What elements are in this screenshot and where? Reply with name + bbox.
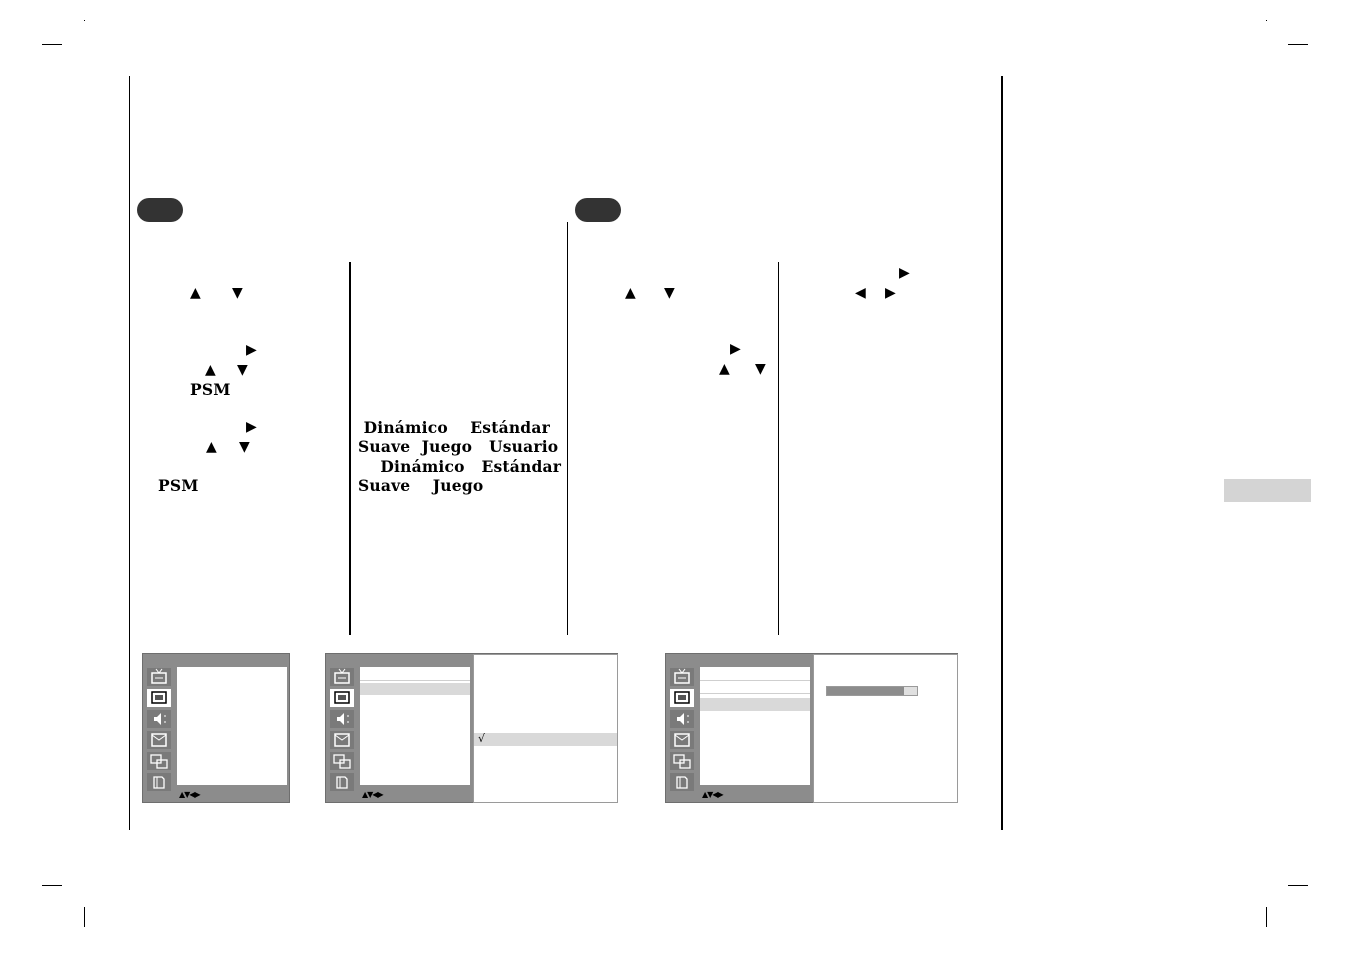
right-arrow-icon: ▶	[246, 342, 257, 358]
sound-icon	[330, 710, 354, 728]
column-divider-3	[778, 262, 779, 635]
check-mark-icon: √	[478, 732, 486, 745]
right-arrow-icon: ▶	[246, 419, 257, 435]
time-icon	[147, 731, 171, 749]
crop-mark-br-v	[1266, 907, 1267, 927]
up-arrow-icon: ▲	[719, 361, 730, 377]
down-arrow-icon: ▼	[237, 362, 248, 378]
sound-icon	[147, 710, 171, 728]
side-tab	[1224, 479, 1311, 502]
up-arrow-icon: ▲	[205, 362, 216, 378]
psm-options-line-2: Suave Juego Usuario	[358, 437, 559, 456]
special-icon	[670, 752, 694, 770]
submenu-selected-row	[474, 733, 617, 746]
down-arrow-icon: ▼	[664, 285, 675, 301]
nav-hint-arrows: ▲▼◀▶	[362, 790, 384, 799]
level-bar-track	[826, 686, 918, 696]
menu-row-divider	[700, 693, 810, 694]
time-icon	[330, 731, 354, 749]
psm-label: PSM	[158, 476, 199, 495]
menu-row-highlight	[360, 683, 470, 695]
crop-mark-bl-h	[42, 885, 62, 886]
down-arrow-icon: ▼	[239, 439, 250, 455]
osd-menu-2: ▲▼◀▶ √	[325, 653, 618, 803]
down-arrow-icon: ▼	[755, 361, 766, 377]
psm-label: PSM	[190, 380, 231, 399]
screen-icon	[330, 773, 354, 791]
nav-hint-arrows: ▲▼◀▶	[179, 790, 201, 799]
psm-options-line-3: Dinámico Estándar	[358, 457, 562, 476]
osd-menu-1: ▲▼◀▶	[142, 653, 290, 803]
left-arrow-icon: ◀	[855, 285, 866, 301]
column-divider-2	[567, 222, 568, 635]
nav-hint-arrows: ▲▼◀▶	[702, 790, 724, 799]
psm-submenu-panel: √	[473, 654, 618, 803]
sound-icon	[670, 710, 694, 728]
screen-icon	[670, 773, 694, 791]
menu-row-divider	[700, 680, 810, 681]
adjust-submenu-panel	[813, 654, 958, 803]
section-pill-right	[575, 198, 621, 222]
down-arrow-icon: ▼	[232, 285, 243, 301]
right-arrow-icon: ▶	[730, 341, 741, 357]
up-arrow-icon: ▲	[206, 439, 217, 455]
section-pill-left	[137, 198, 183, 222]
menu-list-panel	[177, 667, 287, 785]
psm-options-line-4: Suave Juego	[358, 476, 484, 495]
tv-station-icon	[330, 668, 354, 686]
tv-station-icon	[147, 668, 171, 686]
column-divider-1	[349, 262, 351, 635]
osd-menu-3: ▲▼◀▶	[665, 653, 958, 803]
page-left-border	[129, 76, 130, 830]
crop-mark-tr-h	[1288, 44, 1308, 45]
picture-icon	[147, 689, 171, 707]
picture-icon	[670, 689, 694, 707]
right-arrow-icon: ▶	[899, 265, 910, 281]
page-right-border	[1001, 76, 1003, 830]
time-icon	[670, 731, 694, 749]
menu-row-divider	[360, 680, 470, 681]
psm-options-line-1: Dinámico Estándar	[358, 418, 550, 437]
crop-mark-tl-h	[42, 44, 62, 45]
menu-row-highlight	[700, 698, 810, 711]
menu-list-panel	[700, 667, 810, 785]
level-bar-fill	[827, 687, 904, 695]
crop-mark-br-h	[1288, 885, 1308, 886]
picture-icon	[330, 689, 354, 707]
special-icon	[330, 752, 354, 770]
up-arrow-icon: ▲	[190, 285, 201, 301]
menu-list-panel	[360, 667, 470, 785]
screen-icon	[147, 773, 171, 791]
crop-dot-tr	[1266, 20, 1267, 21]
tv-station-icon	[670, 668, 694, 686]
right-arrow-icon: ▶	[885, 285, 896, 301]
crop-mark-bl-v	[84, 907, 85, 927]
crop-dot-tl	[84, 20, 85, 21]
up-arrow-icon: ▲	[625, 285, 636, 301]
special-icon	[147, 752, 171, 770]
